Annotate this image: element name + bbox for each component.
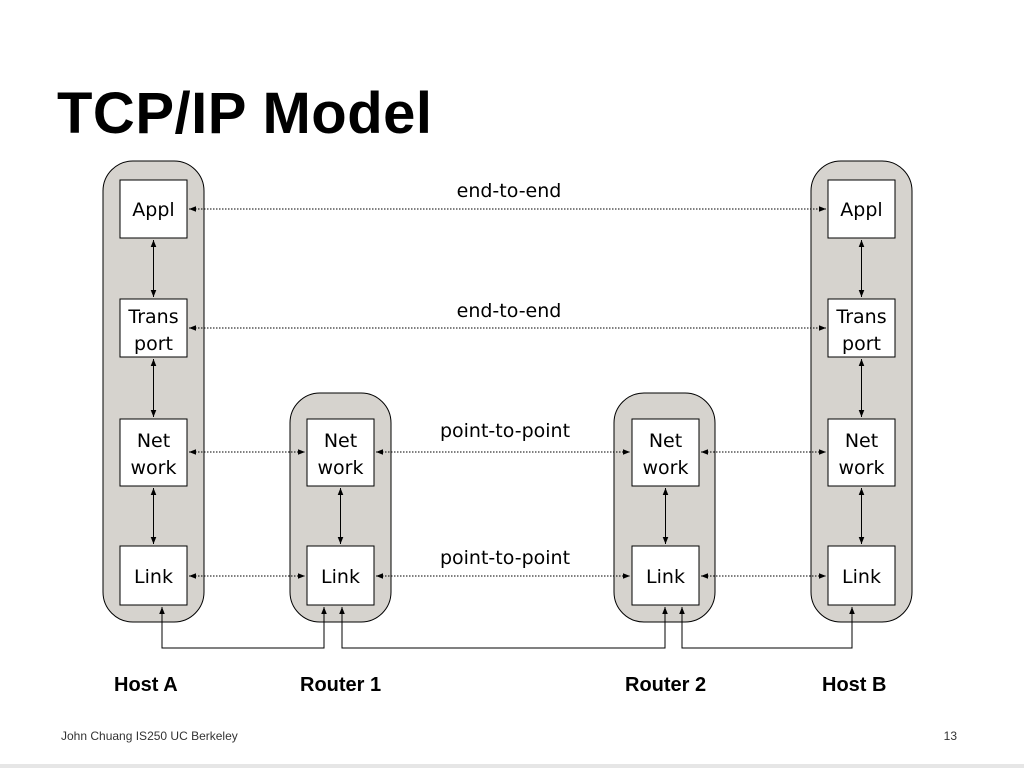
layer-label: port (842, 333, 881, 355)
layer-label: Appl (132, 199, 174, 221)
host-a-transport-box: Trans port (119, 298, 188, 358)
router-2-label: Router 2 (625, 674, 707, 696)
host-a-appl-box: Appl (119, 179, 188, 239)
layer-label: work (131, 457, 177, 479)
router-1-link-box: Link (306, 545, 375, 606)
layer-label: Link (646, 566, 685, 588)
host-a-label: Host A (114, 674, 178, 696)
physical-link-router-1-router-2 (339, 607, 668, 649)
layer-label: port (134, 333, 173, 355)
host-b-link-box: Link (827, 545, 896, 606)
layer-label: Net (845, 430, 878, 452)
router-2-link-box: Link (631, 545, 700, 606)
slide-title: TCP/IP Model (57, 81, 433, 146)
host-a-network-box: Net work (119, 418, 188, 487)
layer-label: work (318, 457, 364, 479)
physical-link-router-2-host-b (679, 607, 855, 649)
transport-edge-label: end-to-end (457, 300, 562, 322)
host-a-link-box: Link (119, 545, 188, 606)
physical-link-host-a-router-1 (159, 607, 327, 649)
layer-label: Link (842, 566, 881, 588)
layer-label: Appl (840, 199, 882, 221)
layer-label: work (643, 457, 689, 479)
bottom-bar (0, 764, 1024, 768)
layer-label: Trans (835, 306, 886, 328)
router-1-label: Router 1 (300, 674, 382, 696)
link-edge-label: point-to-point (440, 547, 570, 569)
router-1-network-box: Net work (306, 418, 375, 487)
slide-footer: John Chuang IS250 UC Berkeley (61, 729, 238, 743)
layer-label: Link (134, 566, 173, 588)
host-b-label: Host B (822, 674, 887, 696)
layer-label: Link (321, 566, 360, 588)
router-2-network-box: Net work (631, 418, 700, 487)
layer-label: work (839, 457, 885, 479)
layer-label: Net (324, 430, 357, 452)
appl-edge-label: end-to-end (457, 180, 562, 202)
host-b-network-box: Net work (827, 418, 896, 487)
layer-label: Trans (127, 306, 178, 328)
host-b-transport-box: Trans port (827, 298, 896, 358)
layer-label: Net (649, 430, 682, 452)
layer-label: Net (137, 430, 170, 452)
host-b-appl-box: Appl (827, 179, 896, 239)
network-edge-label: point-to-point (440, 420, 570, 442)
page-number: 13 (943, 729, 957, 743)
